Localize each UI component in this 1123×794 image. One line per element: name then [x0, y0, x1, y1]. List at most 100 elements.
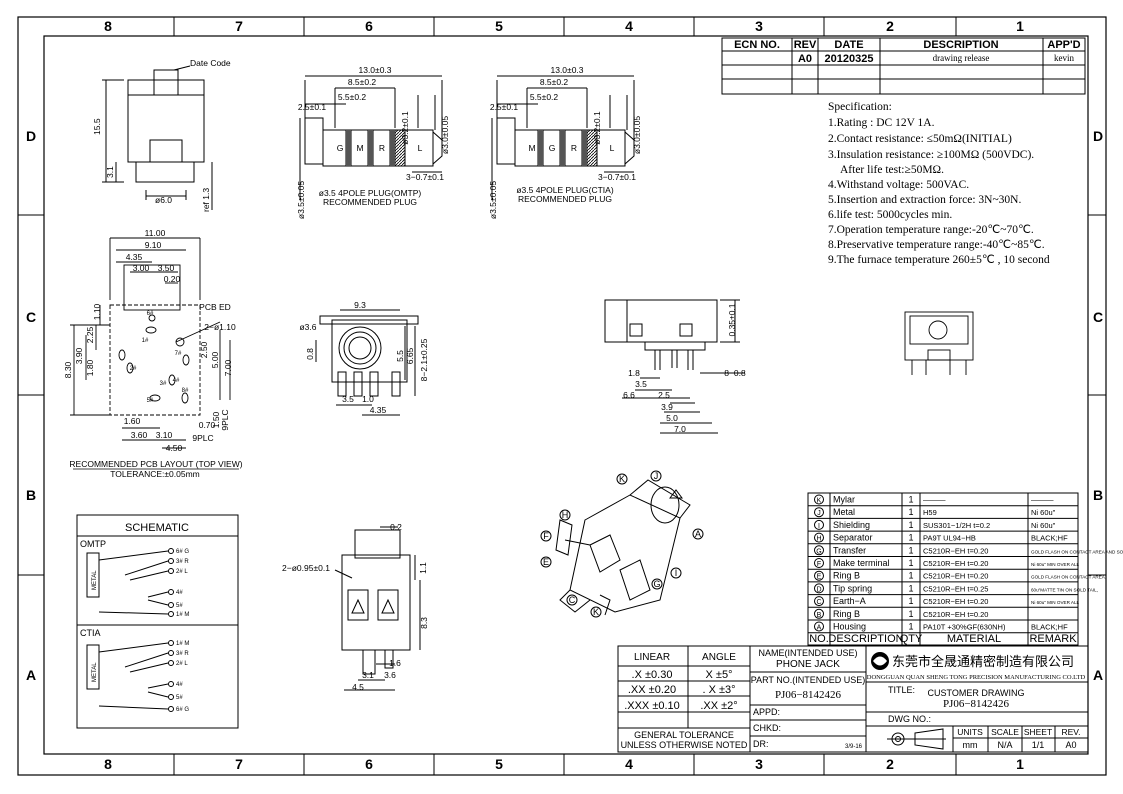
bom-no: J — [817, 510, 821, 517]
tol-angle: X ±5° — [706, 669, 733, 681]
pin-label: 7# — [175, 351, 182, 357]
bom-item-marker — [814, 570, 824, 581]
zone-side-label: C — [26, 309, 36, 325]
dim-label: 1.1 — [418, 562, 428, 574]
sheet-label: SHEET — [1024, 727, 1052, 737]
dim-label: ø3.2±0.1 — [592, 111, 602, 145]
iso-label-h: H — [562, 510, 569, 520]
zone-side-label: A — [26, 667, 36, 683]
bom-header-description: DESCRIPTION — [828, 633, 903, 645]
bom-remark: BLACK;HF — [1031, 534, 1068, 543]
bom-description: Ring B — [833, 571, 860, 581]
schematic-pin: 2# L — [176, 661, 188, 667]
bom-remark: Ni 60u" — [1031, 521, 1056, 530]
bom-header-no: NO. — [809, 633, 829, 645]
dim-label: 8.5±0.2 — [348, 77, 377, 87]
iso-label-a: A — [695, 529, 701, 539]
rev-label: REV. — [1061, 727, 1080, 737]
company-name-cn: 东莞市全晟通精密制造有限公司 — [892, 654, 1074, 670]
rev-header-date: DATE — [834, 39, 863, 51]
bom-description: Mylar — [833, 495, 855, 505]
dim-label: 1.6 — [389, 658, 401, 668]
bom-no: H — [816, 536, 821, 543]
schematic-pin: 6# G — [176, 707, 189, 713]
zone-bottom-label: 6 — [365, 756, 373, 772]
bom-qty: 1 — [908, 507, 913, 517]
dim-label: 9.3 — [354, 300, 366, 310]
dim-label: 3.60 — [131, 430, 148, 440]
schematic-pin: 4# — [176, 682, 183, 688]
dim-label: 3.6 — [384, 670, 396, 680]
dim-label: 9.10 — [145, 240, 162, 250]
part-no: PJ06−8142426 — [775, 689, 842, 701]
zone-bottom-label: 4 — [625, 756, 633, 772]
scale-label: SCALE — [991, 727, 1019, 737]
bom-qty: 1 — [908, 583, 913, 593]
zone-side-label: C — [1093, 309, 1103, 325]
dim-label: 3.00 — [133, 263, 150, 273]
bom-qty: 1 — [908, 596, 913, 606]
dim-label: ø3.5±0.05 — [488, 181, 498, 219]
bom-remark: BLACK;HF — [1031, 623, 1068, 632]
schematic-pin: 2# L — [176, 569, 188, 575]
bom-material: C5210R−EH t=0.20 — [923, 546, 988, 555]
dim-label: 3.1 — [362, 670, 374, 680]
name-label: NAME(INTENDED USE) — [758, 648, 857, 658]
zone-side-label: D — [26, 128, 36, 144]
pin-label: 8# — [182, 388, 189, 394]
schematic-title: SCHEMATIC — [125, 522, 189, 534]
spec-item: 5.Insertion and extraction force: 3N~30N… — [828, 194, 1021, 206]
bom-header-remark: REMARK — [1029, 633, 1077, 645]
bom-description: Housing — [833, 622, 866, 632]
bom-qty: 1 — [908, 571, 913, 581]
bom-qty: 1 — [908, 533, 913, 543]
dim-label: 3.5 — [342, 394, 354, 404]
bom-no: I — [818, 523, 820, 530]
company-name-en: DONGGUAN QUAN SHENG TONG PRECISION MANUF… — [867, 674, 1086, 681]
dim-label: 3.10 — [156, 430, 173, 440]
zone-top-label: 3 — [755, 18, 763, 34]
schematic-pin: 4# — [176, 590, 183, 596]
iso-label-i: I — [675, 568, 678, 578]
units-value: mm — [963, 740, 978, 750]
dim-label: 3.50 — [158, 263, 175, 273]
title-line1: CUSTOMER DRAWING — [927, 688, 1024, 698]
dim-label: 9PLC — [220, 409, 230, 430]
spec-item: 4.Withstand voltage: 500VAC. — [828, 179, 969, 191]
bottom-view — [334, 526, 421, 691]
bom-description: Metal — [833, 507, 855, 517]
units-label: UNITS — [957, 727, 983, 737]
dim-label: ø3.0±0.05 — [440, 116, 450, 154]
bom-material: C5210R−EH t=0.20 — [923, 559, 988, 568]
dim-label: ø3.0±0.05 — [632, 116, 642, 154]
dim-label: 4.35 — [370, 405, 387, 415]
rev-row-date: 20120325 — [825, 53, 874, 65]
zone-bottom-label: 5 — [495, 756, 503, 772]
dim-label: 2−ø1.10 — [204, 322, 236, 332]
dim-label: 2−ø0.95±0.1 — [282, 563, 330, 573]
dim-label: 0.8 — [305, 348, 315, 360]
general-tolerance-note: UNLESS OTHERWISE NOTED — [621, 740, 748, 750]
general-tolerance: GENERAL TOLERANCE — [634, 730, 734, 740]
spec-item: After life test:≥50MΩ. — [840, 164, 944, 176]
dim-label: 1.60 — [124, 416, 141, 426]
bom-item-marker — [814, 621, 824, 632]
bom-qty: 1 — [908, 622, 913, 632]
zone-top-label: 4 — [625, 18, 633, 34]
spec-item: 7.Operation temperature range:-20℃~70℃. — [828, 224, 1034, 236]
bom-item-marker — [814, 532, 824, 543]
schematic-pin: 3# R — [176, 559, 189, 565]
dim-label: 5.5±0.2 — [338, 92, 367, 102]
spec-item: 2.Contact resistance: ≤50mΩ(INITIAL) — [828, 133, 1012, 145]
schematic-pin: 3# R — [176, 651, 189, 657]
bom-remark: 60u"MATTE TIN ON SOLD TAIL, — [1031, 587, 1098, 592]
dim-label: 2.50 — [199, 341, 209, 358]
ring-label: G — [549, 143, 556, 153]
dim-label: 6.6 — [623, 390, 635, 400]
pin-label: 1# — [142, 338, 149, 344]
bom-description: Earth−A — [833, 596, 866, 606]
dim-label: 5.00 — [210, 351, 220, 368]
bom-item-marker — [814, 494, 824, 505]
side-view-2 — [604, 299, 745, 434]
dim-label: 5.5 — [395, 350, 405, 362]
